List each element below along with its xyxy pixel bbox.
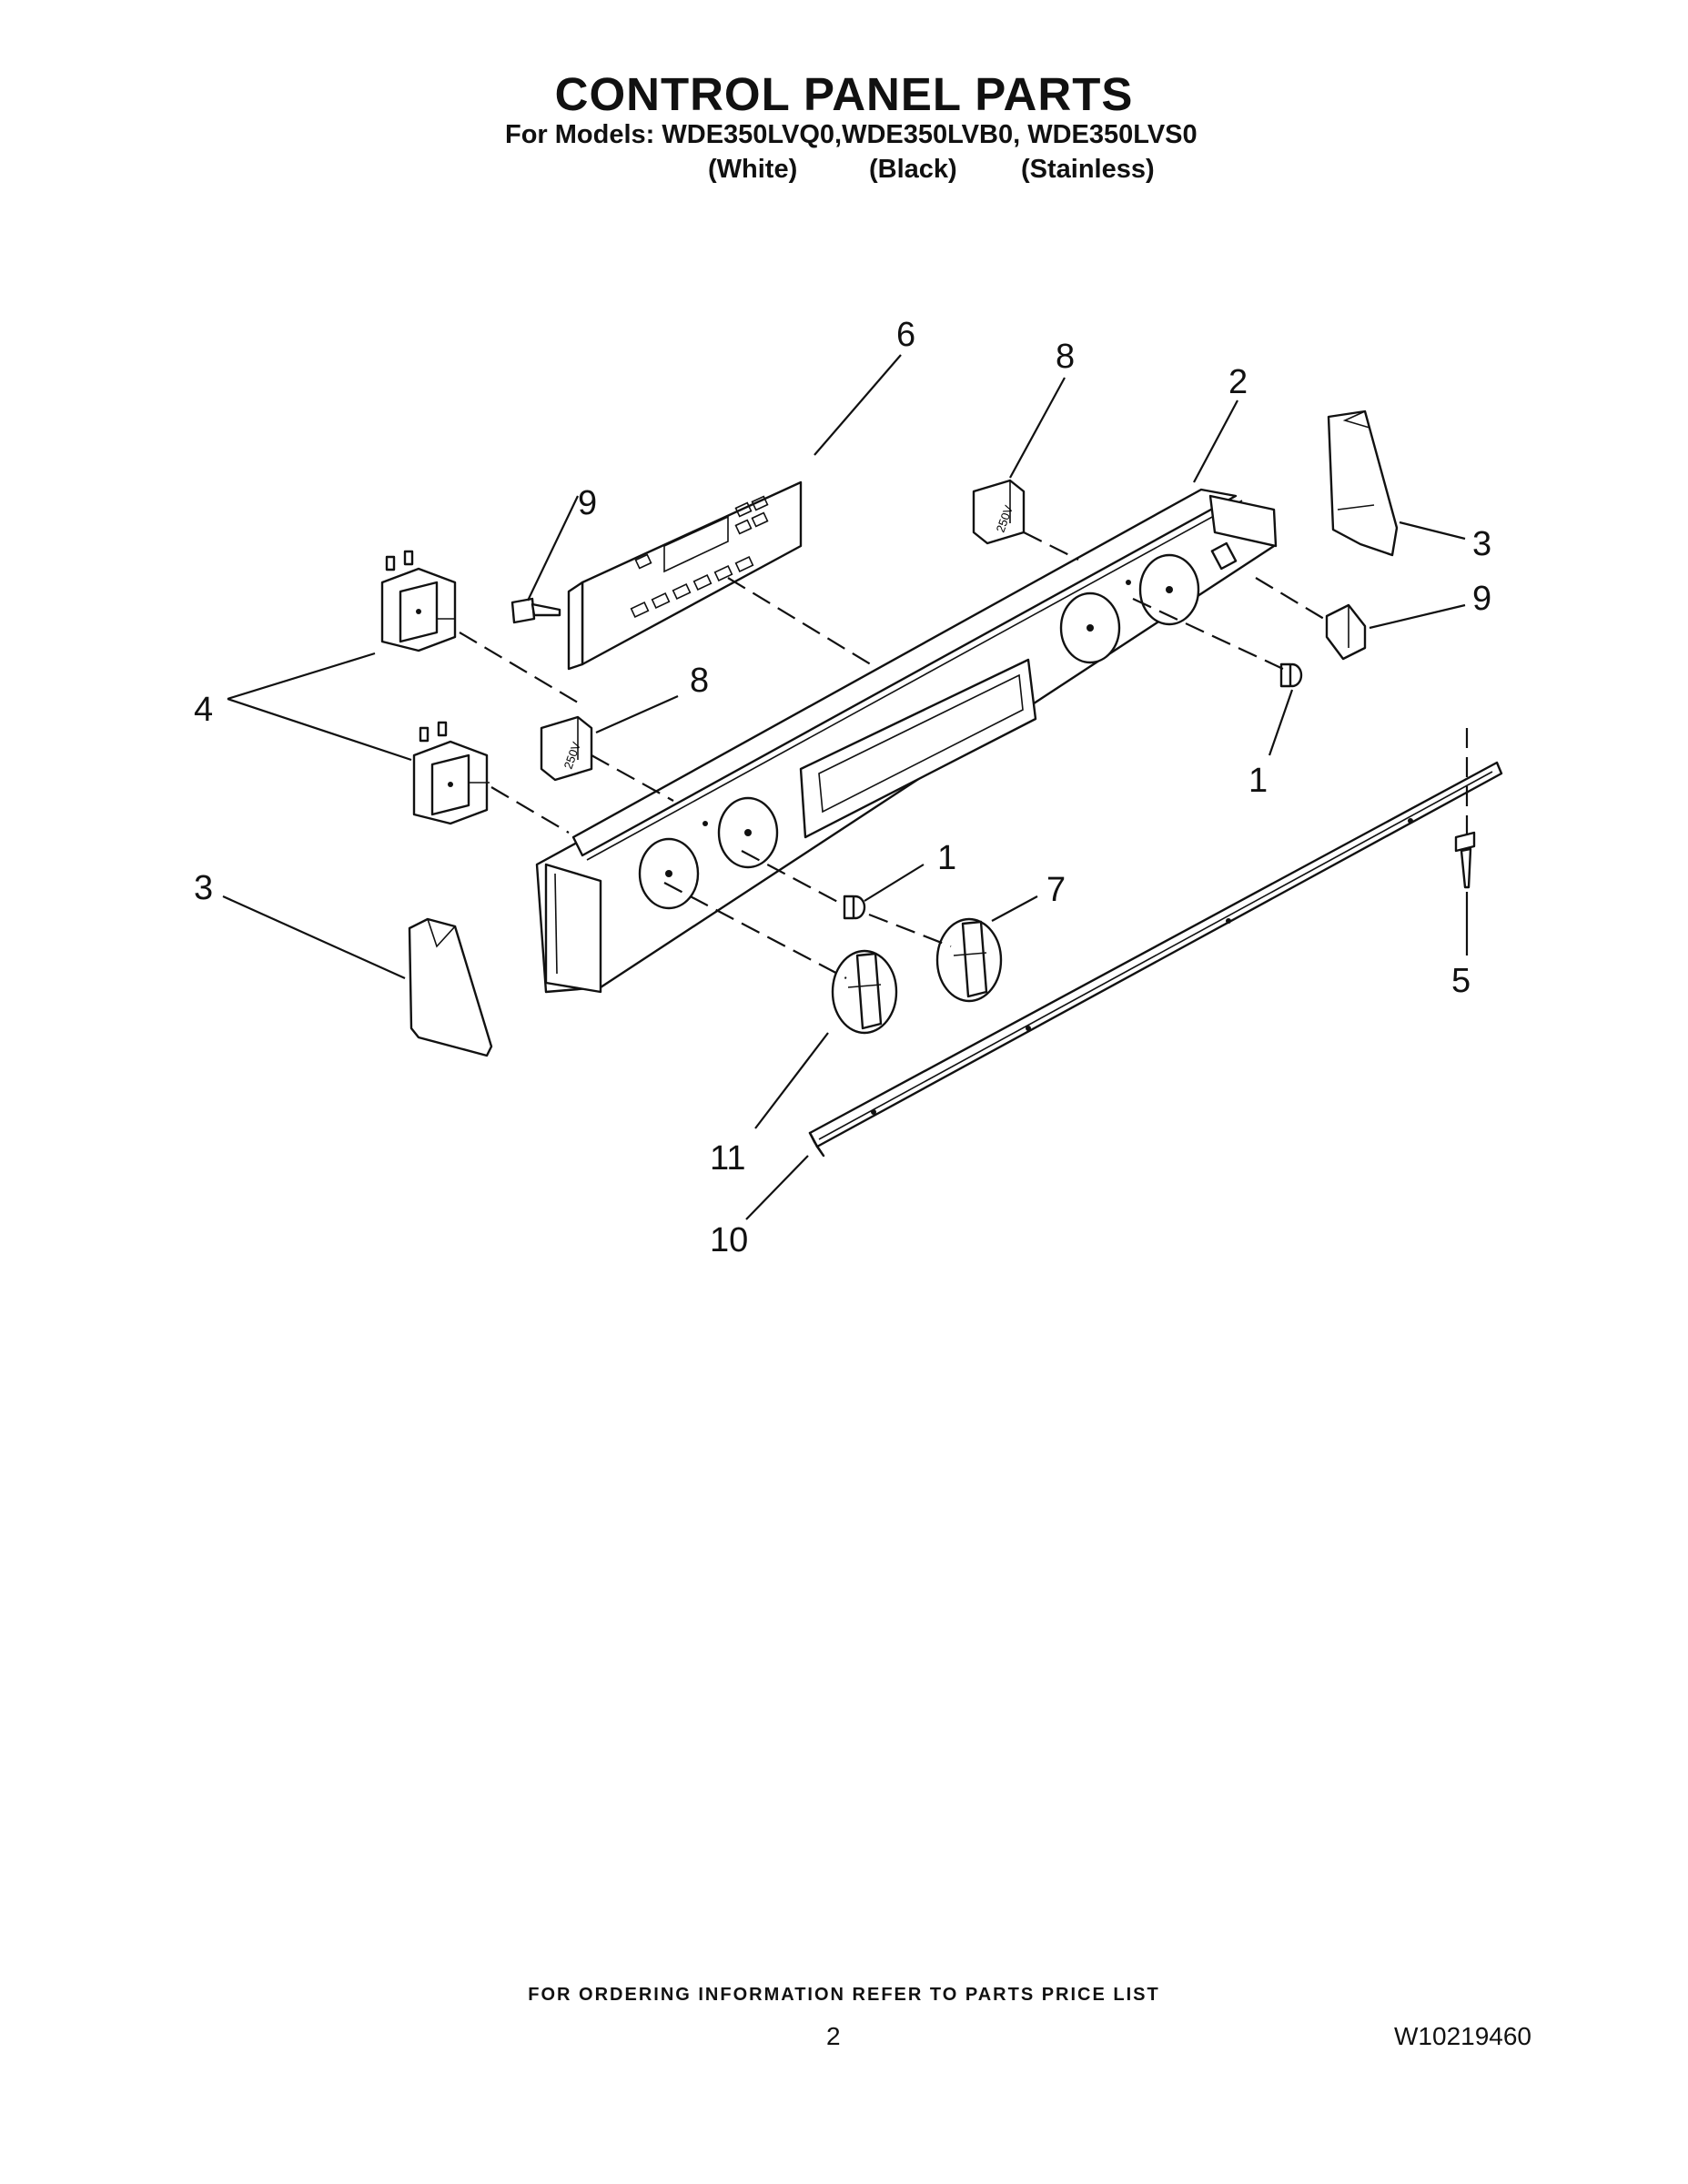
end-cap-left xyxy=(408,917,493,1057)
callout-3-right: 3 xyxy=(1472,525,1491,563)
light-switch-lower: 250V xyxy=(540,715,593,782)
leader-lines xyxy=(222,354,1469,1220)
document-number: W10219460 xyxy=(1394,2022,1532,2050)
variant-black: (Black) xyxy=(869,155,957,184)
callout-8-upper: 8 xyxy=(1056,338,1075,376)
callout-9-right: 9 xyxy=(1472,580,1491,618)
power-on-switch xyxy=(1325,603,1367,661)
indicator-lens-center xyxy=(843,895,866,920)
callout-11: 11 xyxy=(710,1139,745,1178)
control-knob-7 xyxy=(935,917,1003,1003)
models-line: For Models: WDE350LVQ0,WDE350LVB0, WDE35… xyxy=(505,120,1198,149)
infinite-switch-lower xyxy=(412,721,490,825)
callout-5: 5 xyxy=(1451,962,1471,1000)
trim-screw xyxy=(1454,831,1476,889)
callout-8-lower: 8 xyxy=(690,662,709,700)
callout-4: 4 xyxy=(194,691,213,729)
callout-1-center: 1 xyxy=(937,839,956,877)
control-knob-11 xyxy=(831,949,898,1035)
end-cap-right xyxy=(1327,410,1399,557)
callout-3-left: 3 xyxy=(194,869,213,907)
callout-7: 7 xyxy=(1046,871,1066,909)
trim-bracket xyxy=(808,761,1503,1158)
electronic-control-board xyxy=(567,480,803,671)
mounting-screw xyxy=(510,597,561,624)
variant-white: (White) xyxy=(708,155,798,184)
callout-2: 2 xyxy=(1228,363,1248,401)
callout-9-upper: 9 xyxy=(578,484,597,522)
infinite-switch-upper xyxy=(380,550,457,652)
callout-6: 6 xyxy=(896,316,915,354)
control-panel-console xyxy=(535,488,1278,994)
light-switch-upper: 250V xyxy=(972,479,1026,545)
page-number: 2 xyxy=(826,2022,841,2050)
variant-stainless: (Stainless) xyxy=(1021,155,1155,184)
ordering-note: FOR ORDERING INFORMATION REFER TO PARTS … xyxy=(528,1985,1160,2005)
assembly-lines xyxy=(459,531,1469,979)
callout-10: 10 xyxy=(710,1221,748,1259)
indicator-lens-right xyxy=(1279,662,1303,688)
page-title: CONTROL PANEL PARTS xyxy=(554,68,1134,120)
callout-1-right: 1 xyxy=(1248,762,1268,800)
